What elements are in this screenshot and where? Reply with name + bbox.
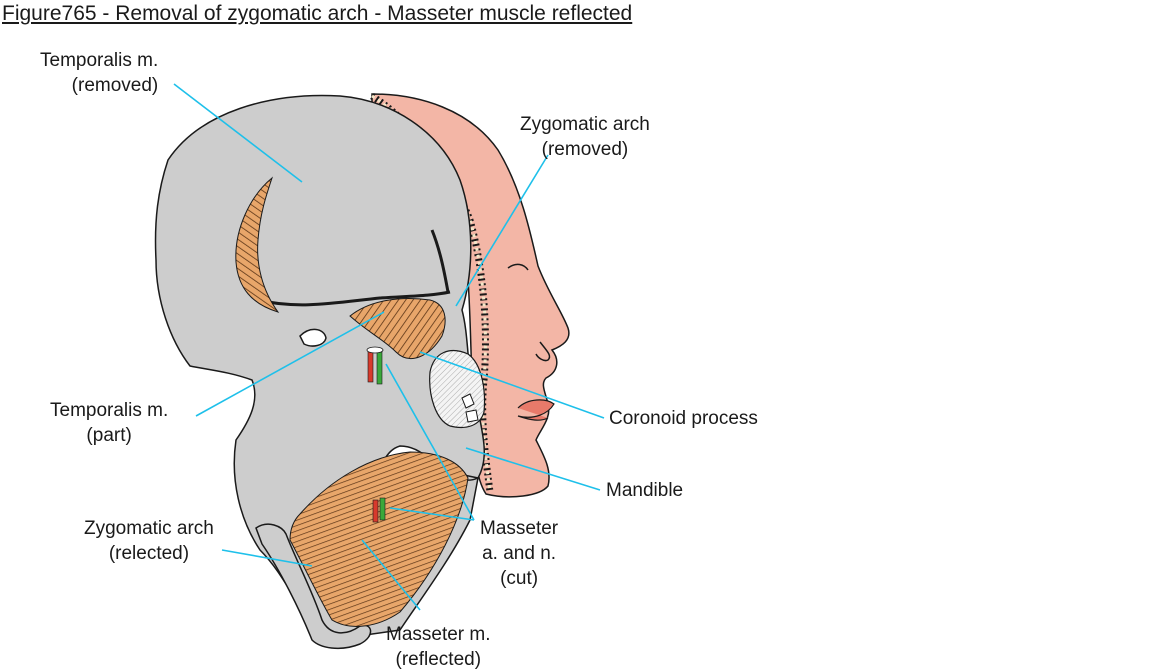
orbit-line <box>430 229 450 293</box>
label-masseter-an: Masseter a. and n. (cut) <box>480 518 559 589</box>
masseter-nerve-upper <box>376 351 383 385</box>
label-temporalis-part: Temporalis m. (part) <box>50 400 169 446</box>
label-coronoid-process: Coronoid process <box>609 408 758 429</box>
masseter-artery-upper <box>367 349 374 383</box>
face-skin <box>371 93 570 498</box>
eyebrow <box>507 263 529 271</box>
masseter-artery-lower <box>372 499 379 523</box>
figure-title: Figure765 - Removal of zygomatic arch - … <box>2 2 633 25</box>
label-zygomatic-reflected: Zygomatic arch (relected) <box>84 518 214 564</box>
leader-masseter-an-upper <box>385 363 475 521</box>
masseter-reflected <box>289 451 469 627</box>
leader-zygomatic-removed <box>455 154 549 307</box>
temporalis-part <box>349 298 446 360</box>
leader-temporalis-removed <box>173 83 303 183</box>
leader-temporalis-part <box>195 311 385 417</box>
temporal-line <box>257 290 451 307</box>
label-temporalis-removed: Temporalis m. (removed) <box>40 50 159 96</box>
ear-canal <box>299 328 327 347</box>
label-zygomatic-removed: Zygomatic arch (removed) <box>520 114 650 160</box>
leader-masseter-reflected <box>361 539 421 611</box>
masseter-nerve-lower <box>379 497 386 521</box>
leader-masseter-an-lower <box>389 507 475 521</box>
leader-lines <box>173 83 605 611</box>
lips <box>517 399 555 421</box>
nose-line <box>535 341 551 362</box>
label-mandible: Mandible <box>606 480 684 501</box>
leader-mandible <box>465 447 601 491</box>
leader-zygomatic-reflected <box>221 549 313 567</box>
temporalis-strip <box>235 176 280 313</box>
leader-coronoid <box>419 351 605 419</box>
label-masseter-reflected: Masseter m. (reflected) <box>386 624 491 670</box>
